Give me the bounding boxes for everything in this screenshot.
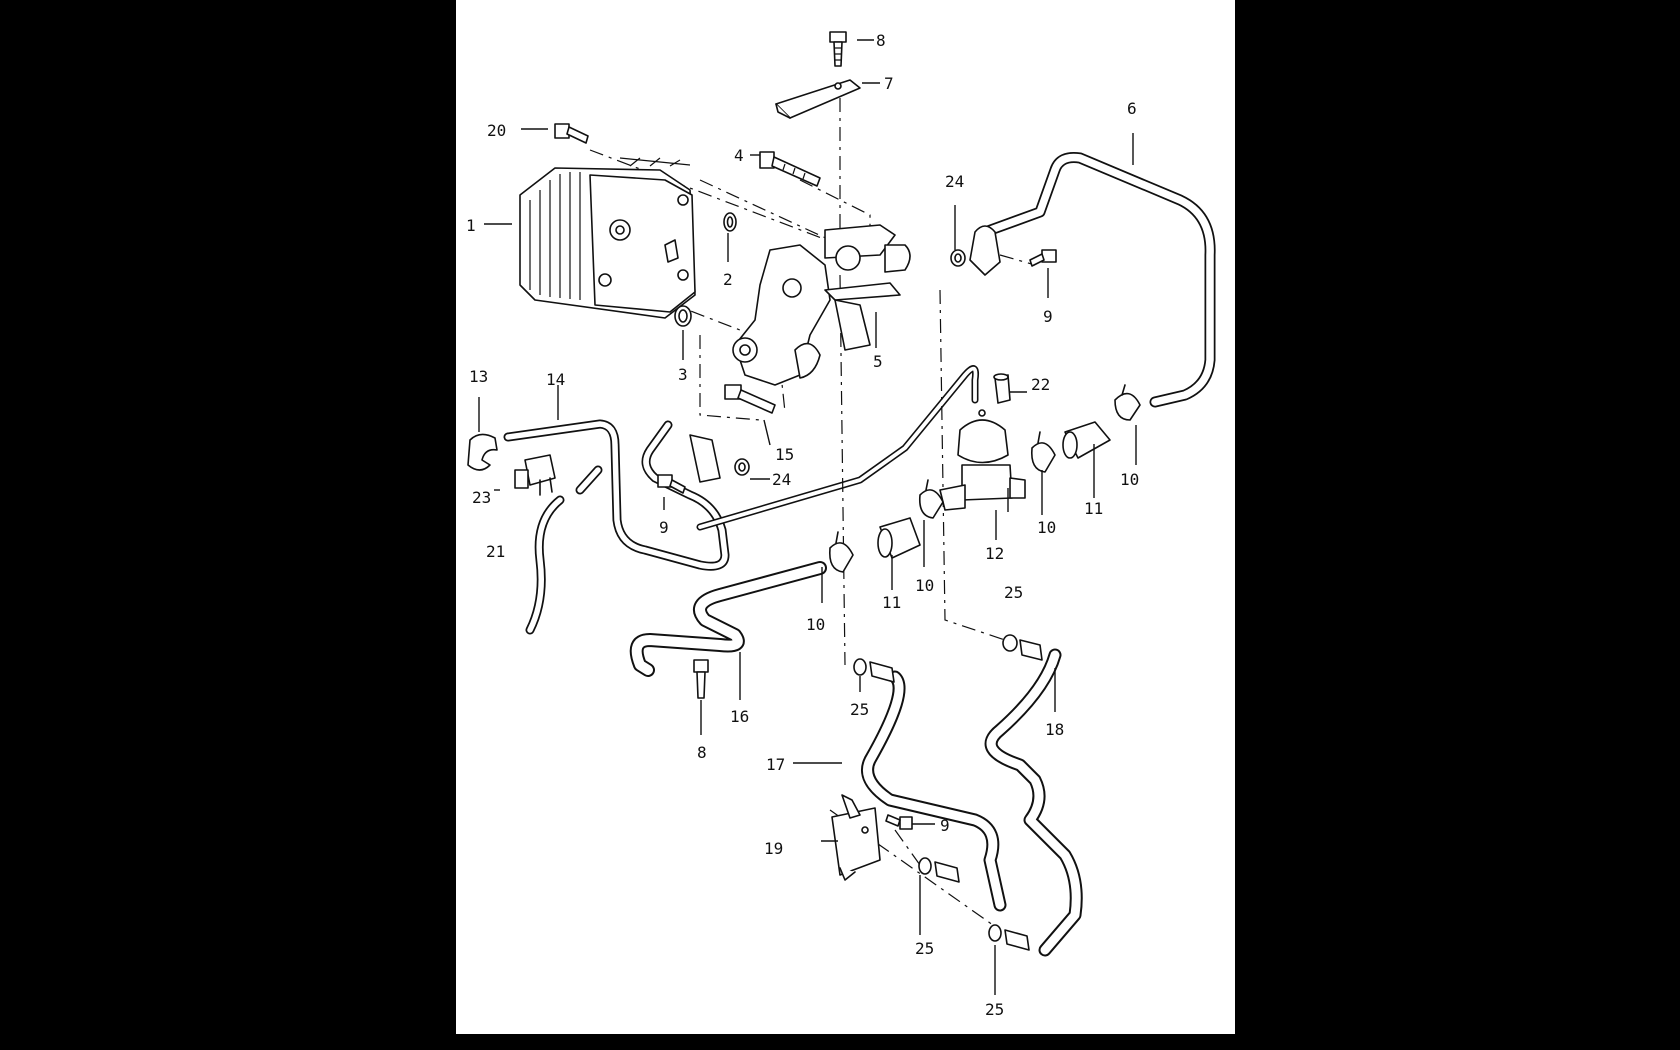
callout-22: 22 (1031, 375, 1050, 394)
part-22-nipple (993, 373, 1011, 404)
part-1-oil-cooler (519, 157, 696, 319)
part-25-seals (853, 634, 1018, 942)
callout-1: 1 (466, 216, 476, 235)
hose-16 (629, 561, 827, 677)
part-3-o-ring (674, 305, 692, 327)
callout-11-b: 11 (882, 593, 901, 612)
callout-12: 12 (985, 544, 1004, 563)
part-8-bolt-lower (693, 659, 709, 699)
part-24-seal-lower (734, 458, 750, 476)
callout-10-b: 10 (1037, 518, 1056, 537)
callout-14: 14 (546, 370, 565, 389)
hose-17 (861, 670, 1007, 912)
callout-20: 20 (487, 121, 506, 140)
callout-10-a: 10 (1120, 470, 1139, 489)
callout-10-d: 10 (806, 615, 825, 634)
callout-9-right: 9 (1043, 307, 1053, 326)
callout-18: 18 (1045, 720, 1064, 739)
callout-16: 16 (730, 707, 749, 726)
callout-9-lower: 9 (940, 816, 950, 835)
callout-9-left: 9 (659, 518, 669, 537)
callout-8-top: 8 (876, 31, 886, 50)
callout-8-lower: 8 (697, 743, 707, 762)
callout-4: 4 (734, 146, 744, 165)
part-10-clamps (828, 384, 1141, 573)
callout-25-b: 25 (850, 700, 869, 719)
callout-10-c: 10 (915, 576, 934, 595)
callout-2: 2 (723, 270, 733, 289)
callout-5: 5 (873, 352, 883, 371)
hose-14-vent-line (503, 419, 730, 571)
part-24-seal-upper (950, 249, 966, 267)
callout-24-lower: 24 (772, 470, 791, 489)
part-9-bolt-lower (885, 814, 913, 830)
callout-3: 3 (678, 365, 688, 384)
part-5-flange-housing (732, 224, 911, 386)
part-4-bolt-long (759, 151, 821, 187)
callout-25-c: 25 (915, 939, 934, 958)
callout-25-a: 25 (1004, 583, 1023, 602)
part-15-bolt (724, 384, 776, 414)
part-12-vacuum-valve (939, 409, 1026, 511)
callout-7: 7 (884, 74, 894, 93)
hose-18 (984, 648, 1083, 957)
leader-lines (478, 39, 1137, 995)
callout-19: 19 (764, 839, 783, 858)
part-13-hose-elbow (467, 433, 498, 471)
callout-6: 6 (1127, 99, 1137, 118)
callout-21: 21 (486, 542, 505, 561)
part-8-bolt-top (829, 31, 847, 67)
callout-24-upper: 24 (945, 172, 964, 191)
callout-25-d: 25 (985, 1000, 1004, 1019)
part-7-bracket (775, 79, 861, 119)
page-left-border (447, 0, 456, 1034)
part-9-bolt-right (1029, 249, 1057, 267)
part-23-valve (514, 454, 556, 496)
callout-labels: 8 7 20 6 4 24 1 2 9 5 3 22 13 14 15 24 1… (466, 31, 1139, 1019)
callout-23: 23 (472, 488, 491, 507)
callout-17: 17 (766, 755, 785, 774)
callout-15: 15 (775, 445, 794, 464)
part-19-bracket (831, 794, 881, 881)
part-2-seal (723, 212, 737, 232)
callout-11-a: 11 (1084, 499, 1103, 518)
hose-6-cooler-return (979, 152, 1216, 408)
part-11-short-hoses (877, 421, 1111, 559)
hose-21 (525, 465, 603, 635)
pipe-fittings (689, 225, 1043, 951)
part-20-bolt (554, 123, 589, 144)
part-9-bolt-left (657, 474, 686, 494)
callout-13: 13 (469, 367, 488, 386)
pipe-long-vacuum-line (696, 365, 979, 531)
